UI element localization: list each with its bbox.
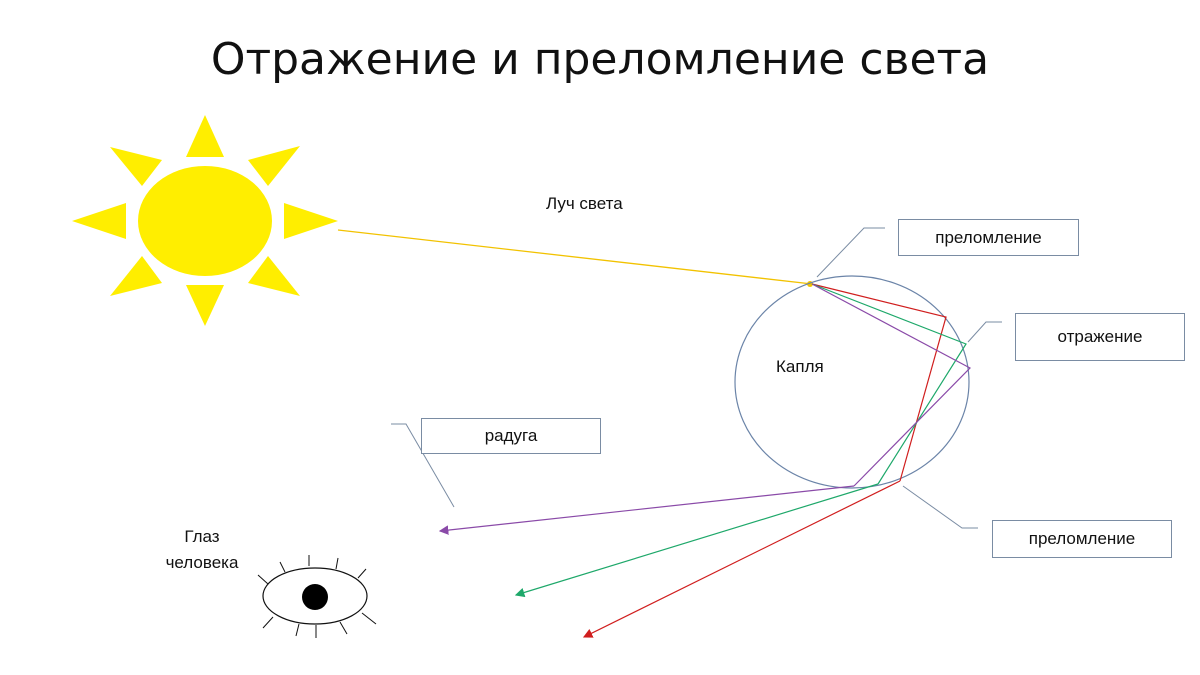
sun-ray-left xyxy=(72,203,126,239)
eye-icon xyxy=(257,555,377,638)
eyelash-bottom-1 xyxy=(262,616,274,629)
eyelash-top-2 xyxy=(279,561,286,573)
green-ray-inside xyxy=(811,283,967,485)
violet-ray-out xyxy=(438,485,855,535)
eyelash-bottom-2 xyxy=(295,623,300,637)
sun-ray-bottom xyxy=(186,285,224,326)
sun-ray-bottom-left xyxy=(110,256,162,296)
callout-refraction-top: преломление xyxy=(898,219,1079,256)
eyelash-bottom-5 xyxy=(361,612,377,625)
sun-ray-right xyxy=(284,203,338,239)
sun-disk xyxy=(138,166,272,276)
sun-icon xyxy=(72,115,338,326)
callout-leader-rainbow xyxy=(391,423,455,508)
callout-leader-reflection xyxy=(967,321,1002,343)
sun-ray-bottom-right xyxy=(248,256,300,296)
violet-ray-inside xyxy=(811,283,971,487)
eyelash-top-4 xyxy=(335,557,339,570)
red-ray-out xyxy=(582,480,901,638)
eyelash-top-5 xyxy=(357,568,367,579)
callout-leader-refraction-top xyxy=(816,227,885,278)
eye-label: Глаз человека xyxy=(165,527,239,572)
green-ray-out xyxy=(514,483,879,598)
drop-outline xyxy=(734,275,970,489)
callout-refraction-bottom: преломление xyxy=(992,520,1172,558)
callout-reflection: отражение xyxy=(1015,313,1185,361)
light-ray-line xyxy=(337,229,813,285)
eyelash-top-1 xyxy=(257,574,269,585)
callout-leader-refraction-bottom xyxy=(902,485,978,529)
sun-ray-top xyxy=(186,115,224,157)
callout-rainbow: радуга xyxy=(421,418,601,454)
page-title: Отражение и преломление света xyxy=(210,34,990,85)
eye-pupil xyxy=(302,584,328,610)
sun-ray-top-left xyxy=(110,147,162,186)
eyelash-bottom-4 xyxy=(339,621,348,635)
light-ray-label: Луч света xyxy=(546,194,623,213)
drop-label: Капля xyxy=(776,357,824,376)
red-ray-inside xyxy=(811,283,947,482)
sun-ray-top-right xyxy=(248,146,300,186)
